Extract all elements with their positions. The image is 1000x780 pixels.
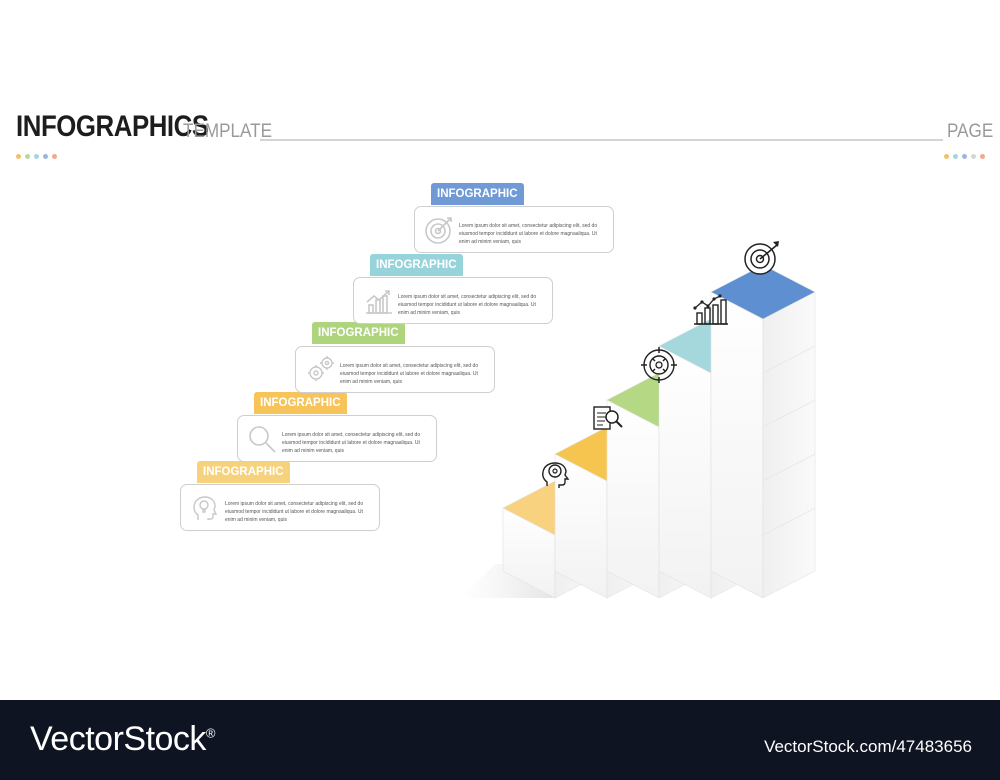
page-label: PAGE <box>947 121 994 142</box>
stair-top-face <box>710 264 816 320</box>
bar-chart-icon <box>693 294 728 325</box>
header-dot <box>34 154 39 159</box>
gear-target-icon <box>641 347 677 383</box>
header-dot <box>16 154 21 159</box>
header-dot <box>944 154 949 159</box>
footer-bar: VectorStock® VectorStock.com/47483656 <box>0 700 1000 780</box>
header-dot <box>43 154 48 159</box>
stair-side-face <box>762 291 816 599</box>
step-card: Lorem ipsum dolor sit amet, consectetur … <box>180 484 380 531</box>
stair-shadow <box>460 564 555 598</box>
step-text: Lorem ipsum dolor sit amet, consectetur … <box>225 501 364 523</box>
stair-front-face <box>710 291 764 599</box>
header-dot <box>953 154 958 159</box>
page-subtitle: TEMPLATE <box>183 121 273 142</box>
registered-mark: ® <box>205 725 216 741</box>
vectorstock-logo: VectorStock® <box>30 720 216 759</box>
stair-block-line <box>762 507 816 536</box>
step-card: Lorem ipsum dolor sit amet, consectetur … <box>237 415 437 462</box>
step-card: Lorem ipsum dolor sit amet, consectetur … <box>414 206 614 253</box>
header-dot <box>52 154 57 159</box>
step-tag: INFOGRAPHIC <box>370 254 463 276</box>
image-id: VectorStock.com/47483656 <box>764 737 972 756</box>
header-dots-right <box>944 154 985 159</box>
stair-front-face <box>658 345 712 599</box>
gears-icon <box>308 356 334 381</box>
step-card: Lorem ipsum dolor sit amet, consectetur … <box>353 277 553 324</box>
header-dot <box>962 154 967 159</box>
header-dot <box>25 154 30 159</box>
page-title: INFOGRAPHICS <box>16 110 209 143</box>
head-gear-icon <box>542 462 570 488</box>
step-tag: INFOGRAPHIC <box>312 322 405 344</box>
target-icon <box>744 241 779 275</box>
growth-chart-icon <box>366 290 392 314</box>
stair-block-line <box>762 399 816 428</box>
header-dot <box>971 154 976 159</box>
step-tag: INFOGRAPHIC <box>254 392 347 414</box>
step-card: Lorem ipsum dolor sit amet, consectetur … <box>295 346 495 393</box>
stair-block-line <box>762 453 816 482</box>
step-text: Lorem ipsum dolor sit amet, consectetur … <box>398 294 537 316</box>
step-text: Lorem ipsum dolor sit amet, consectetur … <box>459 223 598 245</box>
header-dot <box>980 154 985 159</box>
target-icon <box>425 217 452 244</box>
header-divider <box>260 139 943 141</box>
magnifier-icon <box>249 426 276 453</box>
brand-name: VectorStock <box>30 720 206 758</box>
step-text: Lorem ipsum dolor sit amet, consectetur … <box>340 363 479 385</box>
step-tag: INFOGRAPHIC <box>431 183 524 205</box>
document-search-icon <box>593 406 623 430</box>
step-tag: INFOGRAPHIC <box>197 461 290 483</box>
stair-block-line <box>762 345 816 374</box>
head-lightbulb-icon <box>193 496 218 520</box>
staircase-graphic <box>460 241 816 599</box>
step-text: Lorem ipsum dolor sit amet, consectetur … <box>282 432 421 454</box>
stair-column <box>710 264 816 599</box>
header-dots-left <box>16 154 57 159</box>
stair-front-face <box>606 399 660 599</box>
